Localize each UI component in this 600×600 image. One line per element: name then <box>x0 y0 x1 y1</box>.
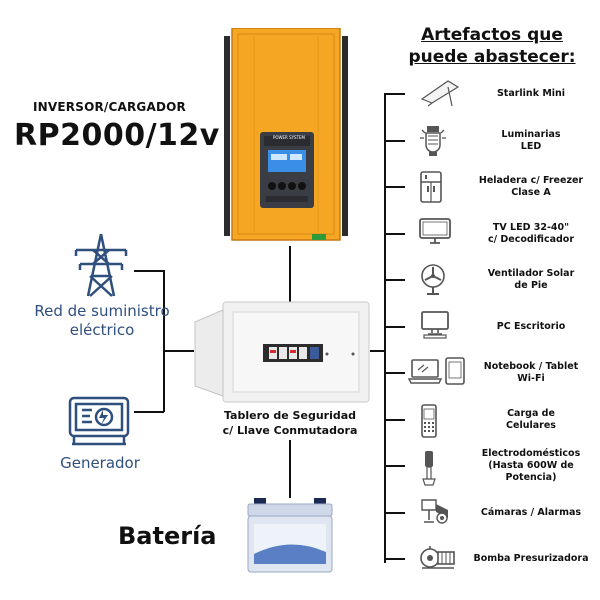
appliance-connector-tick <box>385 558 405 560</box>
appliance-connector-tick <box>385 139 405 142</box>
appliance-label-line: Celulares <box>506 419 556 431</box>
appliance-label-line: c/ Decodificador <box>487 233 575 245</box>
pump-icon <box>418 542 478 578</box>
appliance-connector-tick <box>385 325 405 328</box>
connector-panel-to-right <box>370 350 384 352</box>
phone-icon <box>418 403 478 439</box>
fan-icon <box>418 263 478 299</box>
inverter-title: INVERSOR/CARGADOR <box>33 100 186 114</box>
safety-panel <box>193 300 371 404</box>
laptop-tablet-icon <box>407 356 468 392</box>
connector-left-to-panel <box>164 350 194 352</box>
appliance-label-line: TV LED 32-40" <box>492 221 570 233</box>
appliance-label-line: Starlink Mini <box>496 88 566 99</box>
appliances-heading-line2: puede abastecer: <box>408 47 576 67</box>
transmission-tower-icon <box>66 230 136 300</box>
appliance-label-line: Ventilador Solar <box>487 268 575 279</box>
appliance-label-line: Potencia) <box>505 472 557 483</box>
appliance-label-line: (Hasta 600W de <box>488 460 574 471</box>
panel-label-line2: c/ Llave Conmutadora <box>222 424 358 437</box>
connector-right-v <box>384 93 386 563</box>
appliance-label-line: Clase A <box>511 187 551 198</box>
connector-grid-h <box>134 270 164 272</box>
appliance-label-line: de Pie <box>514 280 548 291</box>
inverter-brand-text: POWER SYSTEM <box>272 135 306 140</box>
appliance-label-line: Bomba Presurizadora <box>473 553 589 564</box>
appliance-label: Cámaras / Alarmas <box>468 507 594 519</box>
appliance-connector-tick <box>385 418 405 421</box>
inverter-device <box>224 27 348 246</box>
appliance-label-line: PC Escritorio <box>496 320 566 332</box>
panel-label-line1: Tablero de Seguridad <box>223 409 357 422</box>
appliance-connector-tick <box>385 465 405 467</box>
generator-label: Generador <box>60 454 140 472</box>
appliance-connector-tick <box>385 93 405 95</box>
appliance-label-line: Luminarias <box>501 128 561 140</box>
appliance-connector-tick <box>385 279 405 281</box>
satellite-dish-icon <box>418 77 478 113</box>
appliance-label: TV LED 32-40"c/ Decodificador <box>468 222 594 246</box>
appliance-label-line: Notebook / Tablet <box>483 361 579 372</box>
appliance-connector-tick <box>385 232 405 235</box>
appliance-connector-tick <box>385 372 405 374</box>
appliances-heading: Artefactos que puede abastecer: <box>402 24 582 68</box>
appliance-connector-tick <box>385 186 405 188</box>
tv-icon <box>418 217 478 253</box>
grid-label: Red de suministro eléctrico <box>16 302 188 340</box>
appliance-label-line: Electrodomésticos <box>481 448 581 459</box>
led-bulb-icon <box>418 124 478 160</box>
camera-icon <box>418 496 478 532</box>
blender-icon <box>418 449 478 486</box>
appliance-label: Starlink Mini <box>468 88 594 100</box>
connector-panel-battery <box>289 440 291 498</box>
fridge-icon <box>418 170 478 206</box>
appliance-connector-tick <box>385 511 405 514</box>
connector-inverter-panel <box>289 246 291 302</box>
connector-left-v <box>163 270 165 412</box>
appliance-label-line: Cámaras / Alarmas <box>480 506 582 518</box>
grid-label-line1: Red de suministro <box>34 302 170 320</box>
battery-icon <box>244 496 336 574</box>
desktop-pc-icon <box>418 310 478 346</box>
appliance-label: Bomba Presurizadora <box>468 553 594 565</box>
battery-label: Batería <box>118 522 217 550</box>
generator-icon <box>66 394 132 450</box>
appliance-label-line: Wi-Fi <box>517 373 545 384</box>
connector-gen-h <box>134 411 164 413</box>
grid-label-line2: eléctrico <box>69 321 135 339</box>
inverter-model: RP2000/12v <box>14 118 220 153</box>
appliance-label-line: LED <box>520 140 542 152</box>
appliance-label: PC Escritorio <box>468 321 594 333</box>
appliance-label-line: Carga de <box>507 407 555 419</box>
appliances-heading-line1: Artefactos que <box>421 25 563 45</box>
appliance-label-line: Heladera c/ Freezer <box>478 175 584 186</box>
panel-label: Tablero de Seguridad c/ Llave Conmutador… <box>200 408 380 438</box>
